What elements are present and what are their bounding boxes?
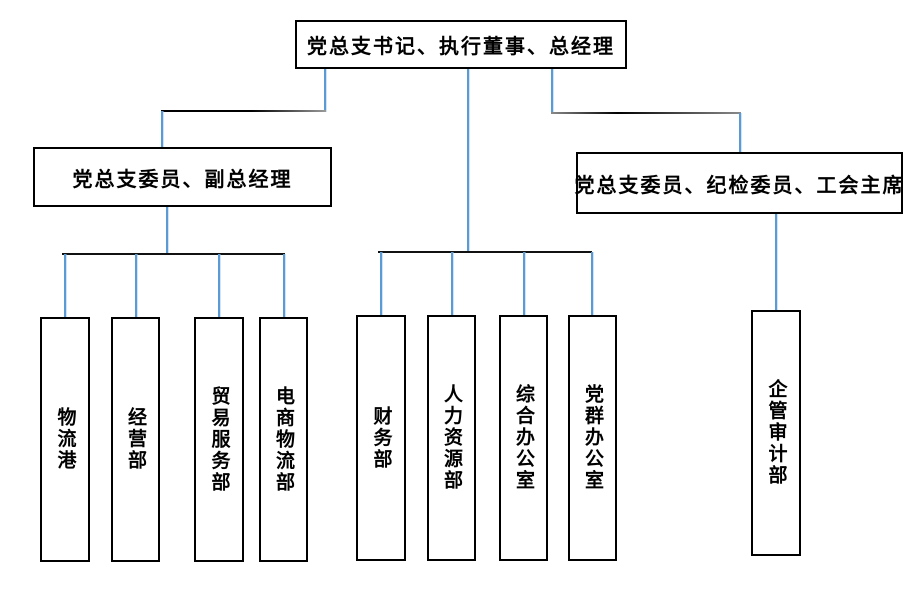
dept-label: 电商物流部 bbox=[273, 385, 294, 494]
dept-label: 财务部 bbox=[370, 405, 392, 471]
connector-drop-party-mass-office bbox=[591, 252, 593, 315]
connector-drop-finance bbox=[380, 252, 382, 315]
org-node-deputy-gm-label: 党总支委员、副总经理 bbox=[72, 168, 293, 191]
connector-drop-trade-service bbox=[218, 254, 220, 317]
connector-left-group-bus bbox=[62, 253, 285, 255]
dept-label: 贸易服务部 bbox=[208, 385, 230, 494]
dept-label: 人力资源部 bbox=[441, 384, 462, 492]
connector-root-to-right-elbow-drop bbox=[551, 69, 553, 113]
org-node-dept-general-office: 综合办公室 bbox=[499, 315, 548, 561]
dept-label: 物流港 bbox=[54, 407, 76, 472]
connector-left-box-stem bbox=[166, 207, 168, 255]
connector-root-to-middle-group bbox=[467, 69, 469, 253]
connector-drop-operations bbox=[135, 254, 137, 317]
connector-right-box-stem bbox=[775, 214, 777, 310]
connector-drop-ecommerce-logistics bbox=[283, 254, 285, 317]
org-node-dept-party-mass-office: 党群办公室 bbox=[568, 315, 617, 561]
connector-right-elbow-horizontal bbox=[551, 112, 741, 114]
org-node-dept-trade-service: 贸易服务部 bbox=[194, 317, 244, 562]
connector-left-elbow-to-left-box bbox=[161, 111, 163, 148]
org-node-dept-audit: 企管审计部 bbox=[751, 310, 801, 556]
connector-drop-hr bbox=[451, 252, 453, 315]
org-node-dept-finance: 财务部 bbox=[356, 315, 406, 561]
dept-label: 党群办公室 bbox=[582, 384, 603, 492]
dept-label: 企管审计部 bbox=[765, 379, 787, 487]
dept-label: 经营部 bbox=[125, 407, 146, 472]
connector-middle-group-bus bbox=[378, 251, 592, 253]
connector-root-to-left-elbow-drop bbox=[324, 69, 326, 112]
org-node-union-chairman: 党总支委员、纪检委员、工会主席 bbox=[574, 152, 905, 214]
connector-left-elbow-horizontal bbox=[161, 110, 326, 112]
org-node-root: 党总支书记、执行董事、总经理 bbox=[295, 20, 627, 69]
org-node-dept-logistics-port: 物流港 bbox=[40, 317, 90, 562]
connector-drop-general-office bbox=[523, 252, 525, 315]
connector-right-elbow-to-right-box bbox=[739, 113, 741, 152]
connector-drop-logistics-port bbox=[64, 254, 66, 317]
org-node-dept-hr: 人力资源部 bbox=[427, 315, 476, 561]
org-node-deputy-gm: 党总支委员、副总经理 bbox=[33, 147, 332, 207]
org-node-dept-operations: 经营部 bbox=[111, 317, 160, 562]
org-node-root-label: 党总支书记、执行董事、总经理 bbox=[307, 36, 615, 58]
org-node-union-chairman-label: 党总支委员、纪检委员、工会主席 bbox=[574, 174, 905, 197]
dept-label: 综合办公室 bbox=[513, 384, 534, 492]
org-node-dept-ecommerce-logistics: 电商物流部 bbox=[259, 317, 308, 562]
